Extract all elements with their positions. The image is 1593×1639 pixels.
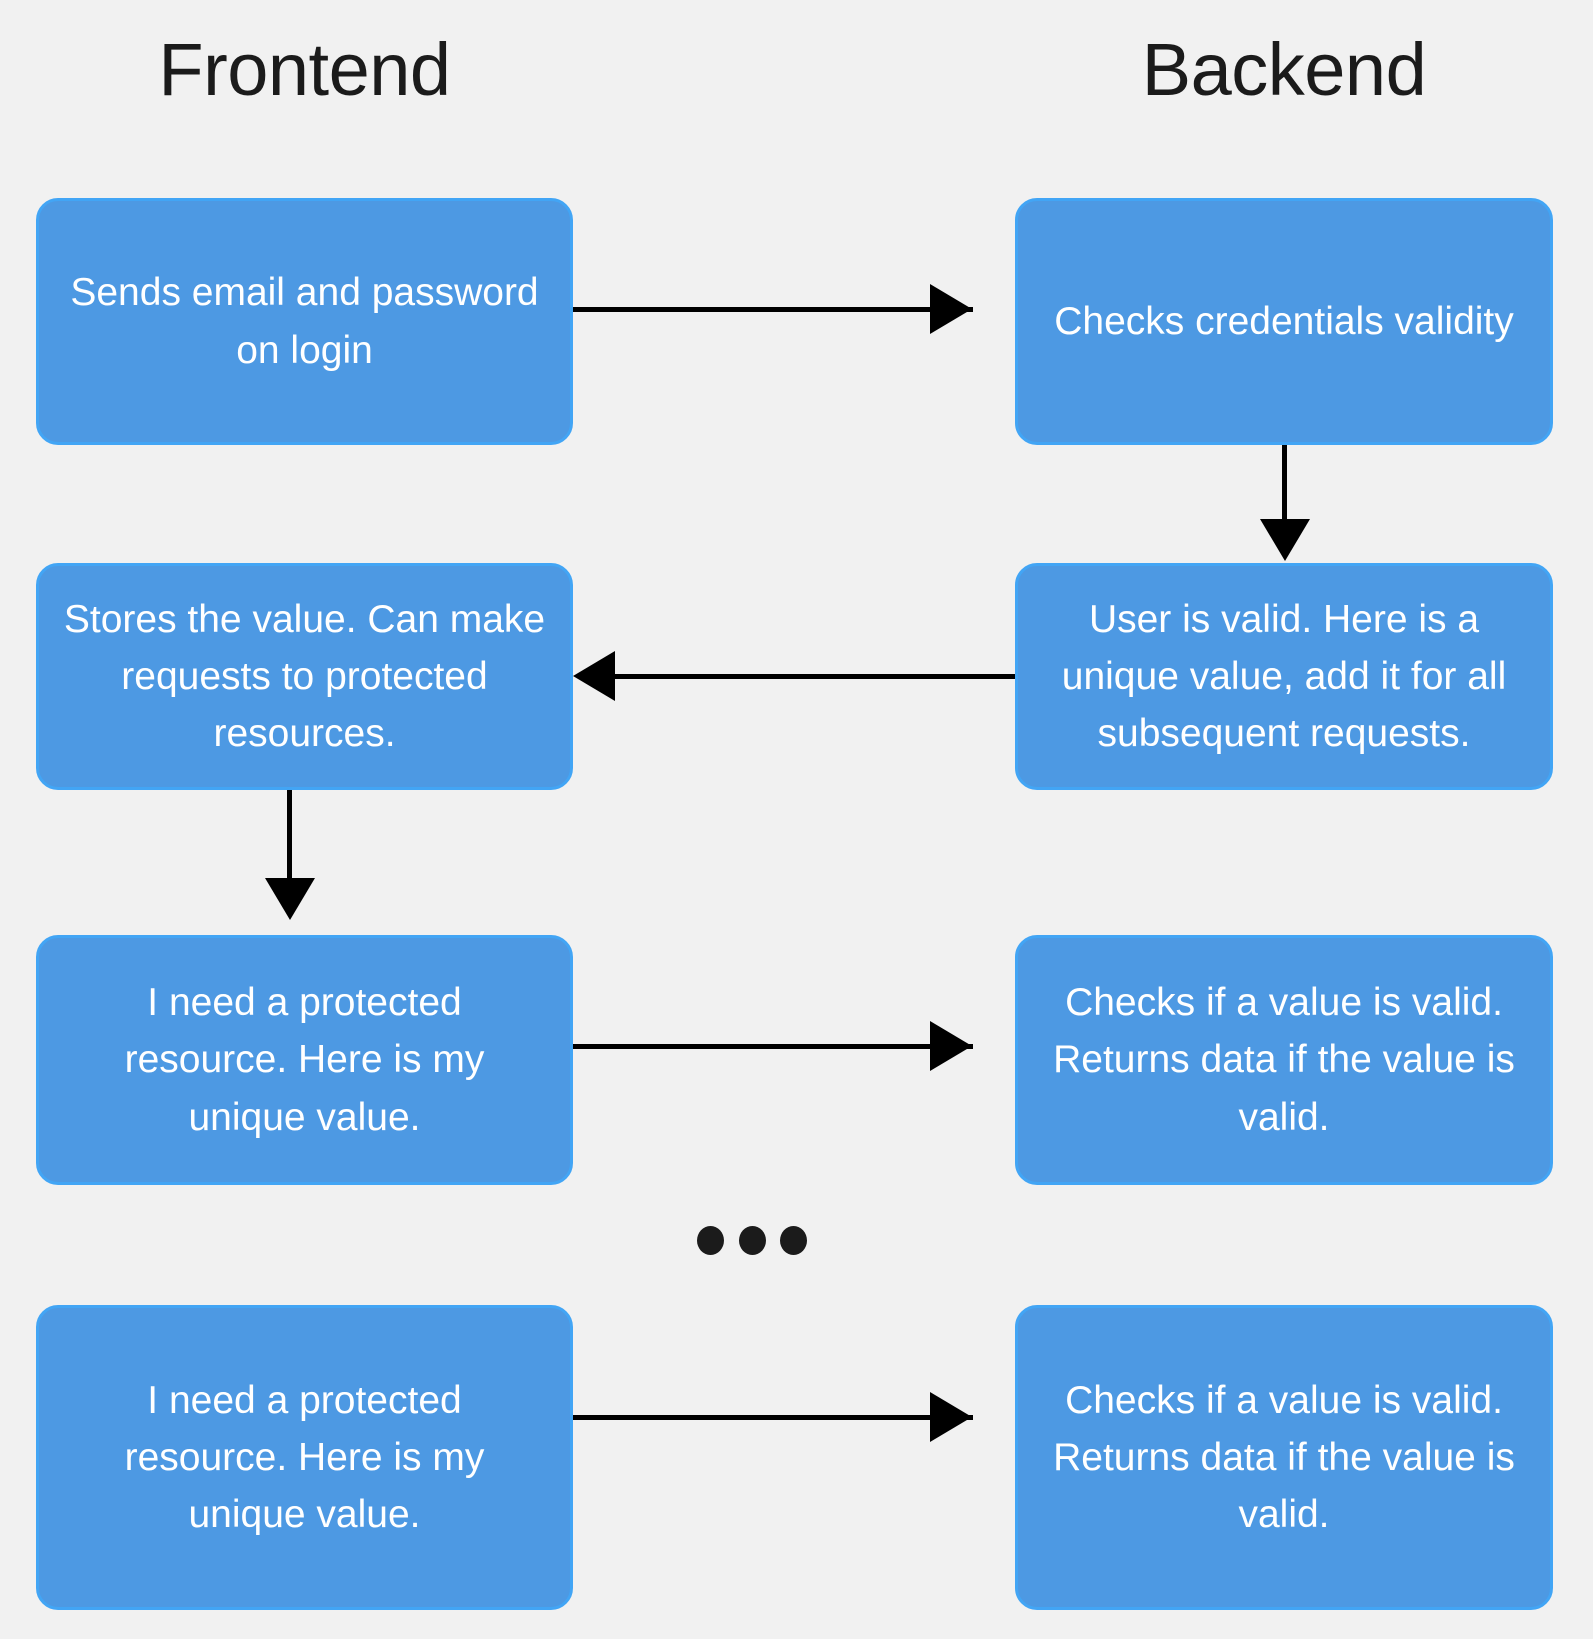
node-frontend-login-request[interactable]: Sends email and password on login bbox=[36, 198, 573, 445]
arrowhead-down-icon bbox=[265, 878, 315, 920]
arrowhead-left-icon bbox=[573, 651, 615, 701]
node-frontend-store-value[interactable]: Stores the value. Can make requests to p… bbox=[36, 563, 573, 790]
node-label: Checks if a value is valid. Returns data… bbox=[1053, 981, 1515, 1139]
node-label: Sends email and password on login bbox=[70, 271, 539, 372]
ellipsis-dot bbox=[738, 1225, 766, 1255]
node-frontend-request-protected-2[interactable]: I need a protected resource. Here is my … bbox=[36, 1305, 573, 1610]
node-backend-validate-value-1[interactable]: Checks if a value is valid. Returns data… bbox=[1015, 935, 1553, 1185]
ellipsis-dot bbox=[697, 1225, 724, 1255]
connector-line bbox=[287, 790, 292, 905]
node-backend-check-credentials[interactable]: Checks credentials validity bbox=[1015, 198, 1553, 445]
connector-line bbox=[573, 1415, 973, 1420]
node-frontend-request-protected-1[interactable]: I need a protected resource. Here is my … bbox=[36, 935, 573, 1185]
node-label: I need a protected resource. Here is my … bbox=[124, 981, 485, 1139]
connector-line bbox=[573, 307, 973, 312]
node-backend-issue-value[interactable]: User is valid. Here is a unique value, a… bbox=[1015, 563, 1553, 790]
connector-line bbox=[1282, 445, 1287, 550]
ellipsis-dot bbox=[780, 1225, 807, 1255]
column-header-backend: Backend bbox=[1141, 28, 1427, 111]
node-label: Stores the value. Can make requests to p… bbox=[63, 597, 546, 756]
node-label: Checks if a value is valid. Returns data… bbox=[1053, 1378, 1515, 1537]
node-label: I need a protected resource. Here is my … bbox=[124, 1378, 485, 1537]
arrowhead-right-icon bbox=[930, 284, 972, 334]
arrowhead-down-icon bbox=[1260, 519, 1310, 561]
connector-line bbox=[573, 1044, 973, 1049]
ellipsis-indicator bbox=[697, 1222, 807, 1258]
node-label: User is valid. Here is a unique value, a… bbox=[1061, 597, 1507, 756]
arrowhead-right-icon bbox=[930, 1021, 972, 1071]
column-header-frontend: Frontend bbox=[158, 28, 451, 111]
connector-line bbox=[615, 674, 1015, 679]
arrowhead-right-icon bbox=[930, 1392, 972, 1442]
node-label: Checks credentials validity bbox=[1054, 299, 1514, 343]
node-backend-validate-value-2[interactable]: Checks if a value is valid. Returns data… bbox=[1015, 1305, 1553, 1610]
